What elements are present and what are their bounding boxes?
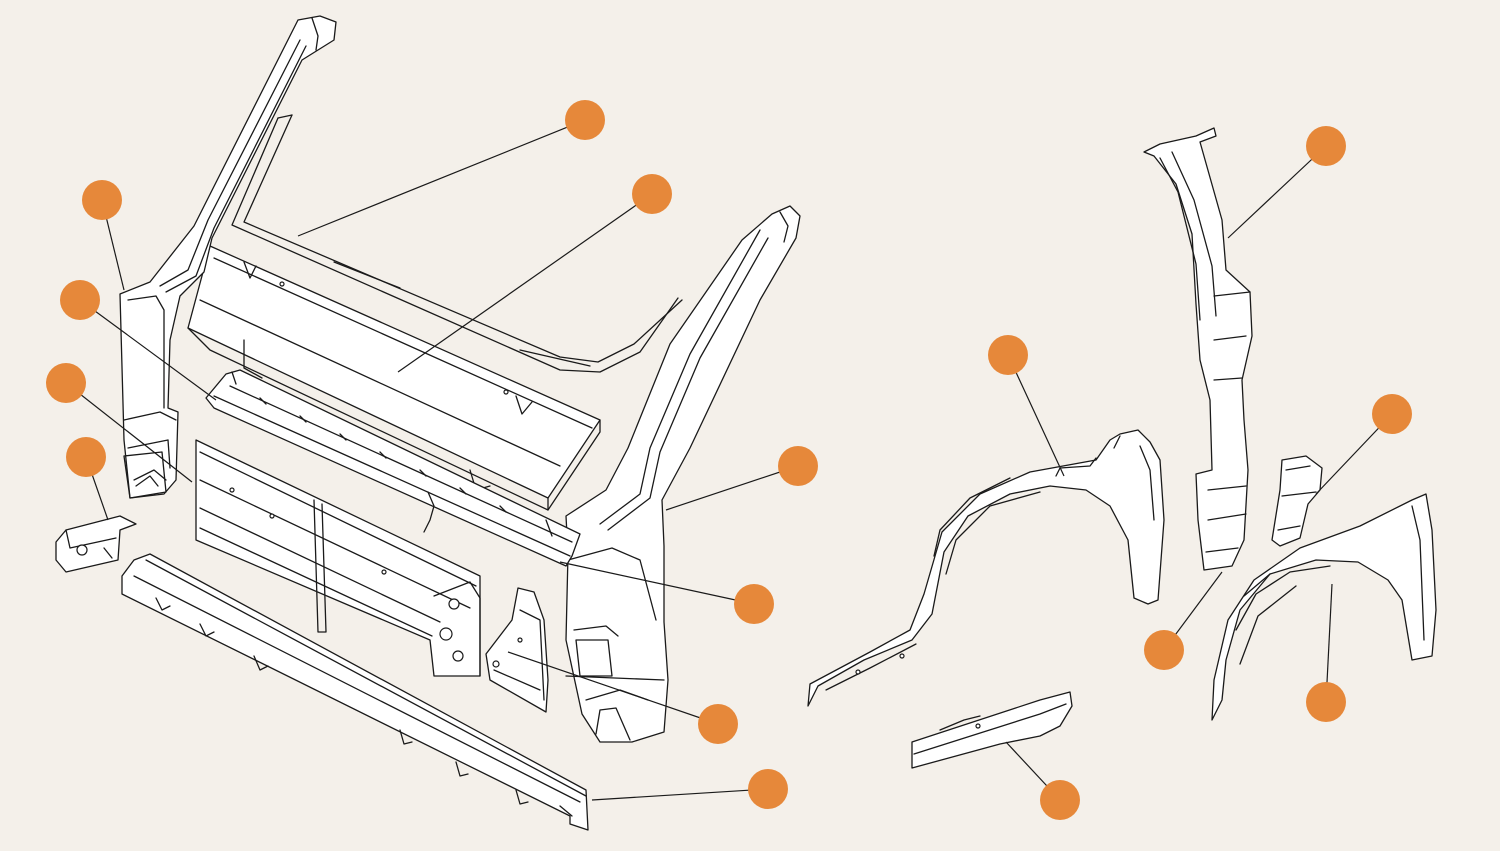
hotspot-right-inner-bracket[interactable] [698,704,738,744]
hotspot-b-pillar-lower[interactable] [1144,630,1184,670]
hotspot-left-lower-bracket[interactable] [46,363,86,403]
right-a-pillar[interactable] [565,205,801,743]
hotspot-small-rear-bracket[interactable] [1372,394,1412,434]
hotspot-windscreen-upper-panel[interactable] [632,174,672,214]
hotspot-left-corner-bracket[interactable] [66,437,106,477]
hotspot-right-a-pillar[interactable] [778,446,818,486]
hotspot-front-wheel-arch[interactable] [988,335,1028,375]
hotspot-front-panel-lower[interactable] [734,584,774,624]
hotspot-b-pillar[interactable] [1306,126,1346,166]
hotspot-front-panel-upper-rail[interactable] [60,280,100,320]
front-panel-upper-rail[interactable] [205,369,581,567]
sill-end-piece[interactable] [911,691,1073,769]
front-panel-lower[interactable] [195,439,481,677]
windscreen-frame[interactable] [231,114,683,373]
hotspot-rear-wheel-arch[interactable] [1306,682,1346,722]
left-corner-bracket[interactable] [55,515,137,573]
front-wheel-arch[interactable] [807,429,1165,707]
b-pillar[interactable] [1143,127,1253,571]
hotspot-sill-end-piece[interactable] [1040,780,1080,820]
left-lower-bracket[interactable] [123,451,167,499]
lower-front-valance[interactable] [121,553,589,831]
hotspot-left-a-pillar[interactable] [82,180,122,220]
small-rear-bracket[interactable] [1271,455,1323,547]
hotspot-lower-front-valance[interactable] [748,769,788,809]
hotspot-windscreen-frame[interactable] [565,100,605,140]
right-inner-bracket[interactable] [485,587,549,713]
left-a-pillar[interactable] [119,15,337,499]
windscreen-upper-panel[interactable] [187,245,601,511]
leader-lines [65,119,1393,801]
hotspots [46,100,1412,820]
rear-wheel-arch[interactable] [1211,493,1437,721]
